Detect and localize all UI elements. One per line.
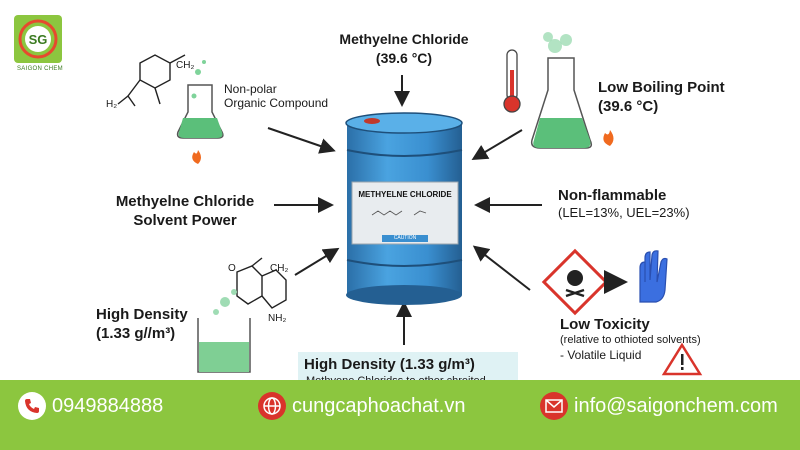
- skull-hazard-icon: [541, 248, 609, 316]
- footer-phone-text: 0949884888: [52, 394, 164, 417]
- arrow-bottom-left: [294, 247, 340, 276]
- boiling-label: Low Boiling Point (39.6 °C): [598, 78, 725, 116]
- density-left-line2: (1.33 g//m³): [96, 325, 176, 342]
- arrow-top-left: [267, 127, 336, 154]
- footer-website[interactable]: cungcaphoachat.vn: [258, 380, 465, 432]
- nonpolar-line2: Organic Compound: [224, 96, 329, 110]
- toxicity-detail: (relative to othioted solvents): [560, 334, 701, 346]
- drum-label: METHYELNE CHLORIDE: [358, 190, 452, 199]
- nonpolar-line1: Non-polar: [224, 82, 277, 96]
- arrow-top-right: [471, 129, 523, 161]
- nonflammable-label: Non-flammable (LEL=13%, UEL=23%): [558, 186, 690, 221]
- molecule-bottom-left: [236, 257, 287, 309]
- footer-email-text: info@saigonchem.com: [574, 394, 778, 417]
- arrow-bottom-right: [472, 245, 531, 291]
- thermometer-icon: [503, 49, 521, 113]
- mail-icon: [540, 392, 568, 420]
- solvent-label: Methyelne Chloride Solvent Power: [110, 192, 260, 230]
- nonflammable-title: Non-flammable: [558, 187, 667, 204]
- solvent-line2: Solvent Power: [133, 212, 237, 229]
- density-left-label: High Density (1.33 g//m³): [96, 305, 188, 343]
- nonpolar-label: Non-polar Organic Compound: [224, 82, 328, 110]
- glove-icon: [639, 250, 668, 303]
- footer-email[interactable]: info@saigonchem.com: [540, 380, 778, 432]
- company-logo: SG: [14, 15, 62, 63]
- top-center-line2: (39.6 °C): [375, 50, 433, 66]
- logo-text: SAIGON CHEM: [17, 66, 63, 72]
- top-center-label: Methyelne Chloride (39.6 °C): [338, 30, 470, 68]
- molecule-label-o: O: [228, 263, 236, 274]
- density-bottom-title: High Density (1.33 g/m³): [304, 356, 475, 373]
- drum-caution: CAUTION: [393, 235, 417, 241]
- molecule-label-h2: H₂: [106, 99, 118, 110]
- molecule-label-ch2-2: CH₂: [270, 263, 289, 274]
- nonflammable-detail: (LEL=13%, UEL=23%): [558, 205, 690, 220]
- flask-top-left: [176, 60, 224, 164]
- molecule-label-ch2: CH₂: [176, 60, 195, 71]
- arrows: [267, 75, 542, 345]
- warning-icon: [661, 342, 703, 376]
- molecule-label-nh2: NH₂: [268, 313, 287, 324]
- molecule-top-left: [117, 54, 186, 107]
- logo-mark: SG: [29, 32, 48, 47]
- globe-icon: [258, 392, 286, 420]
- toxicity-title: Low Toxicity: [560, 316, 650, 333]
- solvent-line1: Methyelne Chloride: [115, 193, 255, 210]
- footer-phone[interactable]: 0949884888: [18, 380, 163, 432]
- beaker-top-right: [530, 32, 614, 149]
- toxicity-label: Low Toxicity (relative to othioted solve…: [560, 316, 701, 363]
- footer-website-text: cungcaphoachat.vn: [292, 394, 466, 417]
- toxicity-extra: - Volatile Liquid: [560, 348, 642, 362]
- top-center-line1: Methyelne Chloride: [339, 31, 469, 47]
- density-bottom-box: High Density (1.33 g/m³) Methyene Chlori…: [298, 352, 518, 384]
- chemical-drum: [345, 112, 463, 305]
- density-bottom-sub: Methyene Chloridss to other chreited: [298, 375, 518, 384]
- boiling-line1: Low Boiling Point: [598, 79, 725, 96]
- beaker-bottom-left: [197, 289, 251, 373]
- phone-icon: [18, 392, 46, 420]
- contact-footer: 0949884888 cungcaphoachat.vn info@saigon…: [0, 380, 800, 450]
- density-left-line1: High Density: [96, 306, 188, 323]
- illustration: [117, 32, 703, 376]
- boiling-line2: (39.6 °C): [598, 98, 659, 115]
